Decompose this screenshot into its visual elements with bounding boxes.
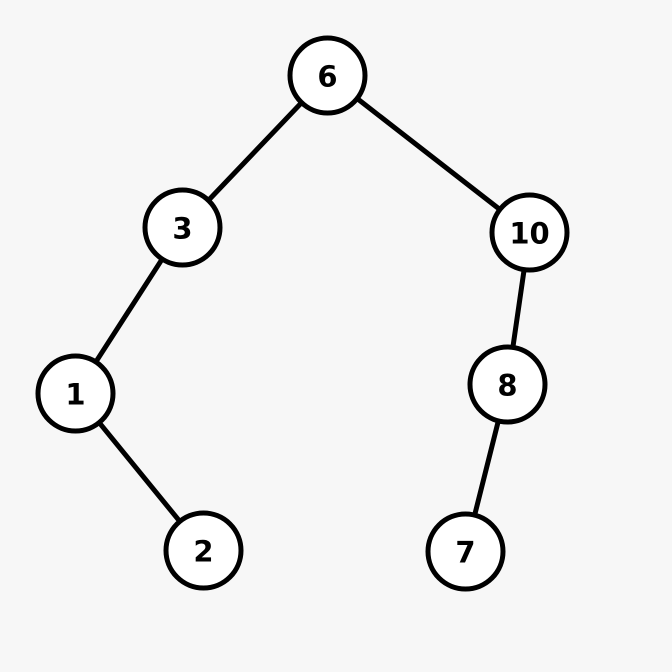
node-label-3: 3	[172, 212, 192, 246]
node-layer: 6 3 10 1 8 2 7	[35, 35, 570, 592]
tree-node-7[interactable]: 7	[425, 511, 506, 592]
node-circle-2[interactable]	[163, 510, 244, 591]
tree-edge-3-to-1	[92, 255, 166, 366]
node-circle-3[interactable]	[142, 187, 223, 268]
node-label-10: 10	[509, 217, 549, 251]
tree-edge-8-to-7	[471, 417, 502, 519]
node-circle-7[interactable]	[425, 511, 506, 592]
tree-node-8[interactable]: 8	[467, 344, 548, 425]
node-circle-10[interactable]	[489, 192, 570, 273]
node-label-7: 7	[455, 536, 475, 570]
tree-edge-1-to-2	[96, 419, 183, 525]
node-circle-1[interactable]	[35, 353, 116, 434]
tree-node-10[interactable]: 10	[489, 192, 570, 273]
tree-node-6[interactable]: 6	[287, 35, 368, 116]
node-label-1: 1	[65, 378, 85, 412]
tree-edge-10-to-8	[510, 266, 527, 351]
tree-node-2[interactable]: 2	[163, 510, 244, 591]
node-circle-6[interactable]	[287, 35, 368, 116]
tree-node-3[interactable]: 3	[142, 187, 223, 268]
node-label-2: 2	[193, 535, 213, 569]
tree-edge-6-to-3	[205, 99, 305, 204]
tree-node-1[interactable]: 1	[35, 353, 116, 434]
edge-layer	[92, 95, 527, 525]
node-label-8: 8	[497, 369, 517, 403]
node-circle-8[interactable]	[467, 344, 548, 425]
tree-edge-6-to-10	[353, 95, 504, 213]
node-label-6: 6	[317, 60, 337, 94]
